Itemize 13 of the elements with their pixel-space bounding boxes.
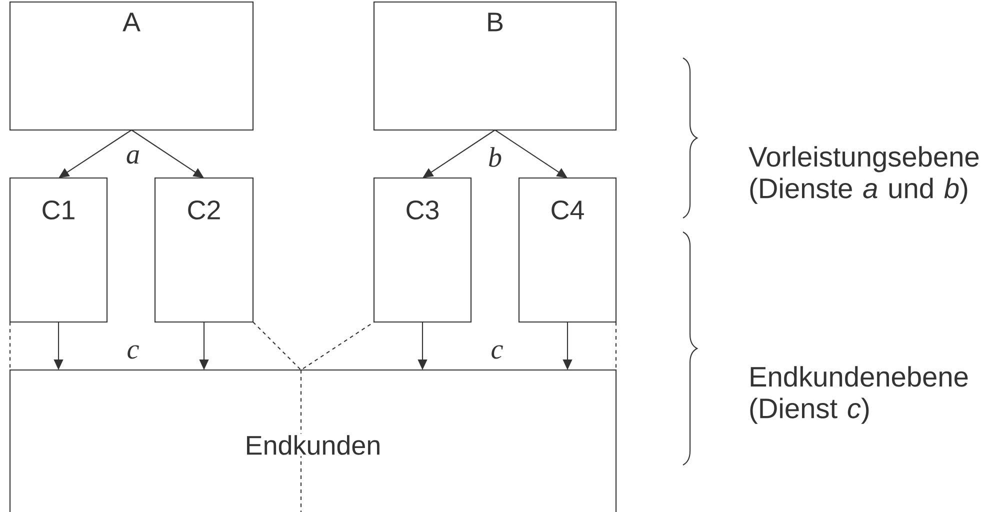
service-label: a [126, 150, 139, 164]
level-label: Vorleistungsebene (Dienste a und b) [748, 146, 979, 204]
service-label: c [128, 345, 139, 359]
process-box: B [373, 1, 617, 131]
service-label: b [489, 147, 502, 167]
process-box: C2 [154, 177, 254, 323]
process-box: C3 [373, 177, 472, 323]
process-box: C4 [518, 177, 617, 323]
level-label: Endkundenebene (Dienst c) [750, 366, 968, 424]
process-box: A [9, 1, 254, 131]
process-box: Endkunden [9, 369, 617, 512]
process-box: C1 [9, 177, 108, 323]
service-label: c [492, 345, 503, 359]
